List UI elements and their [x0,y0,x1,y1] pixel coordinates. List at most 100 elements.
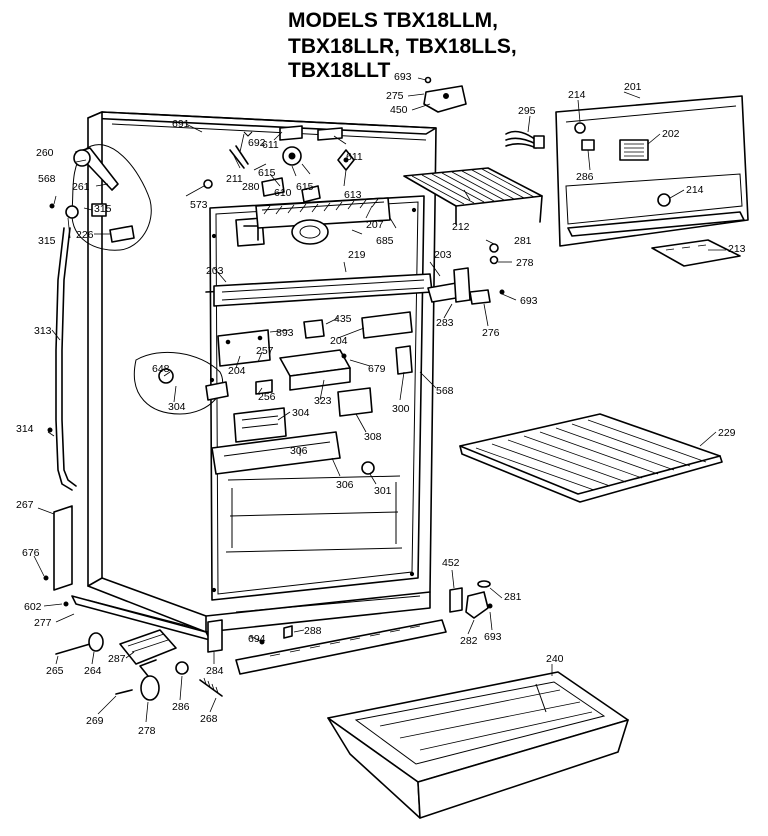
callout-267: 267 [16,499,34,511]
mullion-divider [213,273,433,307]
callout-275: 275 [386,90,404,102]
callout-276: 276 [482,327,500,339]
callout-693: 693 [520,295,538,307]
callout-452: 452 [442,557,460,569]
callout-284: 284 [206,665,224,677]
roller-leveler-parts [55,629,223,701]
callout-207: 207 [366,219,384,231]
callout-611: 611 [346,151,363,163]
drain-tubing [47,144,152,491]
callout-213: 213 [728,243,746,255]
side-panel [43,505,211,641]
evaporator-fan-assembly [203,125,391,247]
title-line-2: TBX18LLR, TBX18LLS, [288,35,517,58]
callout-615: 615 [258,167,276,179]
callout-265: 265 [46,665,64,677]
callout-264: 264 [84,665,102,677]
thermostat-bracket [651,239,741,267]
callout-676: 676 [22,547,40,559]
callout-226: 226 [76,229,94,241]
callout-257: 257 [256,345,274,357]
callout-693: 693 [394,71,412,83]
callout-214: 214 [568,89,586,101]
callout-278: 278 [516,257,534,269]
callout-260: 260 [36,147,54,159]
callout-691: 691 [172,118,190,130]
center-hinge-assembly [427,243,505,305]
callout-287: 287 [108,653,126,665]
callout-308: 308 [364,431,382,443]
callout-306: 306 [336,479,354,491]
callout-286: 286 [172,701,190,713]
callout-201: 201 [624,81,642,93]
callout-219: 219 [348,249,366,261]
callout-893: 893 [276,327,294,339]
callout-300: 300 [392,403,410,415]
callout-306: 306 [290,445,308,457]
callout-229: 229 [718,427,736,439]
callout-610: 610 [274,187,292,199]
wiring-harness [505,130,545,149]
callout-613: 613 [344,189,362,201]
leader-lines [33,77,726,723]
crisper-pan [327,671,629,819]
callout-269: 269 [86,715,104,727]
callout-204: 204 [228,365,246,377]
callout-282: 282 [460,635,478,647]
callout-203: 203 [434,249,452,261]
callout-280: 280 [242,181,260,193]
fresh-food-wire-shelf [459,413,723,503]
callout-281: 281 [504,591,522,603]
callout-679: 679 [368,363,386,375]
callout-648: 648 [152,363,170,375]
callout-692: 692 [248,137,266,149]
callout-211: 211 [226,173,243,185]
callout-615: 615 [296,181,314,193]
callout-labels: 693 275 450 295 214 201 202 286 214 691 … [16,71,746,737]
callout-685: 685 [376,235,394,247]
callout-602: 602 [24,601,42,613]
bottom-hinge [449,580,493,619]
callout-268: 268 [200,713,218,725]
callout-313: 313 [34,325,52,337]
callout-573: 573 [190,199,208,211]
callout-450: 450 [390,104,408,116]
callout-435: 435 [334,313,352,325]
title-line-3: TBX18LLT [288,59,390,82]
control-panel-housing [555,95,749,247]
callout-240: 240 [546,653,564,665]
callout-278: 278 [138,725,156,737]
callout-203: 203 [206,265,224,277]
callout-301: 301 [374,485,392,497]
title-line-1: MODELS TBX18LLM, [288,9,498,32]
callout-568: 568 [436,385,454,397]
top-hinge [423,76,467,113]
callout-214: 214 [686,184,704,196]
callout-256: 256 [258,391,276,403]
callout-283: 283 [436,317,454,329]
callout-277: 277 [34,617,52,629]
callout-694: 694 [248,633,266,645]
callout-693: 693 [484,631,502,643]
diagram-title: MODELS TBX18LLM, TBX18LLR, TBX18LLS, TBX… [288,9,517,82]
callout-314: 314 [16,423,34,435]
callout-323: 323 [314,395,332,407]
callout-202: 202 [662,128,680,140]
callout-261: 261 [72,181,90,193]
callout-315: 315 [38,235,56,247]
fresh-food-controls [133,311,413,475]
freezer-wire-shelf [403,167,543,225]
callout-204: 204 [330,335,348,347]
callout-295: 295 [518,105,536,117]
callout-611: 611 [262,139,279,151]
toe-grille [207,619,447,675]
callout-315: 315 [94,203,112,215]
callout-212: 212 [452,221,470,233]
callout-304: 304 [292,407,310,419]
callout-281: 281 [514,235,532,247]
callout-304: 304 [168,401,186,413]
callout-288: 288 [304,625,322,637]
callout-568: 568 [38,173,56,185]
callout-286: 286 [576,171,594,183]
